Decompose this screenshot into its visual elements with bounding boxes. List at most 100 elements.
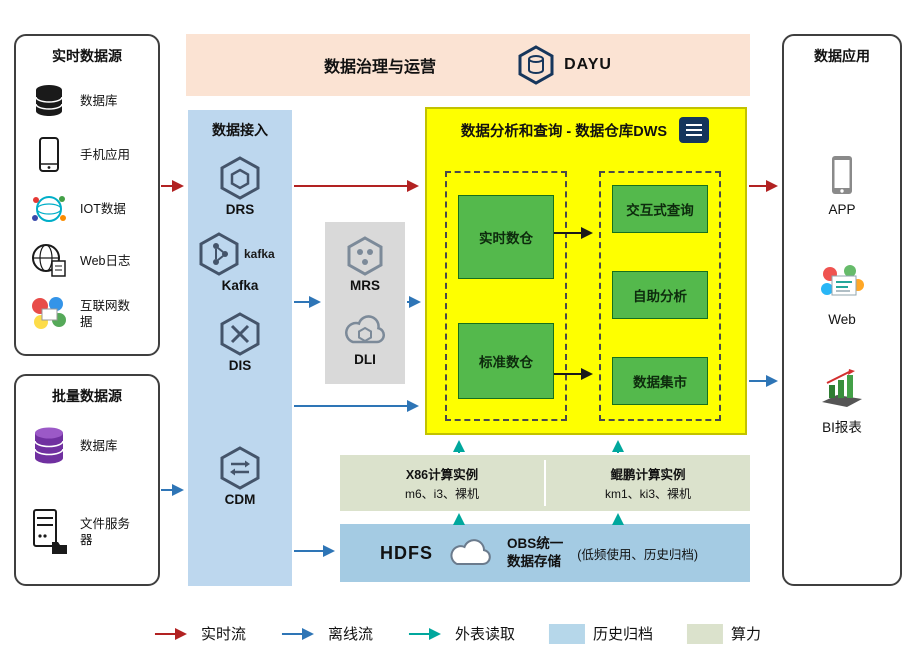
dis-icon <box>220 312 260 356</box>
cdm-label: CDM <box>224 492 256 507</box>
compute-divider <box>544 460 546 506</box>
legend-archive-label: 历史归档 <box>593 626 654 643</box>
kafka-logo-text: kafka <box>244 247 275 261</box>
web-label: Web <box>828 312 856 327</box>
legend-realtime-label: 实时流 <box>200 626 246 643</box>
source-item-iot: IOT数据 <box>26 190 154 228</box>
obs-line1: OBS统一 <box>507 536 564 552</box>
drs-label: DRS <box>225 202 255 217</box>
legend-realtime: 实时流 <box>153 623 246 644</box>
legend-external: 外表读取 <box>407 623 515 644</box>
dayu-icon <box>518 45 554 85</box>
kunpeng-detail: km1、ki3、裸机 <box>604 487 691 501</box>
web-log-icon <box>26 242 72 280</box>
archive-swatch <box>549 623 586 644</box>
legend-archive: 历史归档 <box>549 623 653 644</box>
dis-label: DIS <box>228 358 252 373</box>
file-server-icon <box>26 508 72 556</box>
cdm-icon <box>220 446 260 490</box>
module-self-service-analysis: 自助分析 <box>612 271 708 319</box>
app-item-bi: BI报表 <box>784 368 900 436</box>
source-item-internet: 互联网数据 <box>26 294 154 334</box>
app-phone-icon <box>832 156 852 194</box>
query-column: 交互式查询 自助分析 数据集市 <box>599 171 721 421</box>
web-app-icon <box>821 265 864 296</box>
mrs-icon <box>347 236 383 276</box>
obs-cloud-icon <box>450 539 491 565</box>
app-label: APP <box>828 202 856 217</box>
x86-detail: m6、i3、裸机 <box>404 487 479 501</box>
kunpeng-compute: 鲲鹏计算实例 km1、ki3、裸机 <box>546 455 750 511</box>
module-realtime-warehouse: 实时数仓 <box>458 195 554 279</box>
kafka-icon: kafka <box>199 232 275 276</box>
service-dis: DIS <box>188 312 292 373</box>
obs-title: OBS统一 数据存储 <box>507 535 563 570</box>
module-interactive-query: 交互式查询 <box>612 185 708 233</box>
drs-icon <box>220 156 260 200</box>
source-label: IOT数据 <box>80 201 126 216</box>
engine-dli: DLI <box>325 310 405 367</box>
source-item-weblog: Web日志 <box>26 242 154 280</box>
batch-sources-panel: 批量数据源 数据库 <box>14 374 160 586</box>
offline-arrow-icon <box>281 627 314 640</box>
app-item-web: Web <box>784 264 900 327</box>
governance-banner: 数据治理与运营 DAYU <box>186 34 750 96</box>
banner-title: 数据治理与运营 <box>324 59 437 76</box>
batch-sources-title: 批量数据源 <box>52 388 122 404</box>
bi-label: BI报表 <box>822 420 862 435</box>
obs-line2: 数据存储 <box>507 554 561 569</box>
dayu-label: DAYU <box>564 56 612 73</box>
dws-analysis-box: 数据分析和查询 - 数据仓库DWS 实时数仓 标准数仓 交互式查询 自助分析 数… <box>425 107 747 435</box>
compute-instances-box: X86计算实例 m6、i3、裸机 鲲鹏计算实例 km1、ki3、裸机 <box>340 455 750 511</box>
source-label: 文件服务器 <box>80 516 131 547</box>
data-applications-title: 数据应用 <box>814 48 870 64</box>
realtime-sources-title: 实时数据源 <box>52 48 122 64</box>
document-icon <box>679 117 710 143</box>
storage-box: HDFS OBS统一 数据存储 (低频使用、历史归档) <box>340 524 750 582</box>
external-read-arrow-icon <box>408 627 441 640</box>
source-item-database: 数据库 <box>26 82 154 120</box>
source-label: Web日志 <box>80 253 131 268</box>
warehouse-column: 实时数仓 标准数仓 <box>445 171 567 421</box>
dws-title: 数据分析和查询 - 数据仓库DWS <box>460 123 668 140</box>
x86-compute: X86计算实例 m6、i3、裸机 <box>340 455 544 511</box>
bi-report-icon <box>822 369 862 407</box>
data-applications-panel: 数据应用 APP Web <box>782 34 902 586</box>
realtime-sources-panel: 实时数据源 数据库 手机应用 <box>14 34 160 356</box>
source-label: 数据库 <box>80 93 118 108</box>
app-item-app: APP <box>784 154 900 217</box>
engine-mrs: MRS <box>325 236 405 293</box>
realtime-arrow-icon <box>154 627 187 640</box>
source-item-file-server: 文件服务器 <box>26 508 154 556</box>
iot-icon <box>26 190 72 228</box>
kafka-label: Kafka <box>221 278 259 293</box>
data-access-title: 数据接入 <box>212 122 268 138</box>
purple-database-icon <box>26 424 72 468</box>
x86-title: X86计算实例 <box>405 468 479 482</box>
kunpeng-title: 鲲鹏计算实例 <box>610 468 686 482</box>
dli-icon <box>345 315 385 344</box>
dws-header: 数据分析和查询 - 数据仓库DWS <box>427 115 745 145</box>
analytics-engines-box: MRS DLI <box>325 222 405 384</box>
module-standard-warehouse: 标准数仓 <box>458 323 554 399</box>
obs-note: (低频使用、历史归档) <box>577 547 699 562</box>
compute-swatch <box>687 623 724 644</box>
legend-compute-label: 算力 <box>731 626 762 643</box>
legend-offline-label: 离线流 <box>327 626 373 643</box>
dli-label: DLI <box>354 352 376 367</box>
source-label: 手机应用 <box>80 147 131 162</box>
source-label: 数据库 <box>80 438 118 453</box>
phone-icon <box>26 136 72 174</box>
dayu-logo: DAYU <box>516 45 612 85</box>
mrs-label: MRS <box>350 278 380 293</box>
legend-offline: 离线流 <box>280 623 373 644</box>
legend-external-label: 外表读取 <box>454 626 516 643</box>
service-drs: DRS <box>188 156 292 217</box>
data-access-panel: 数据接入 DRS kafka Kafka <box>188 110 292 586</box>
service-kafka: kafka Kafka <box>188 232 292 293</box>
hdfs-label: HDFS <box>380 542 433 563</box>
source-item-mobile: 手机应用 <box>26 136 154 174</box>
legend: 实时流 离线流 外表读取 历史归档 算力 <box>153 623 761 644</box>
module-data-mart: 数据集市 <box>612 357 708 405</box>
